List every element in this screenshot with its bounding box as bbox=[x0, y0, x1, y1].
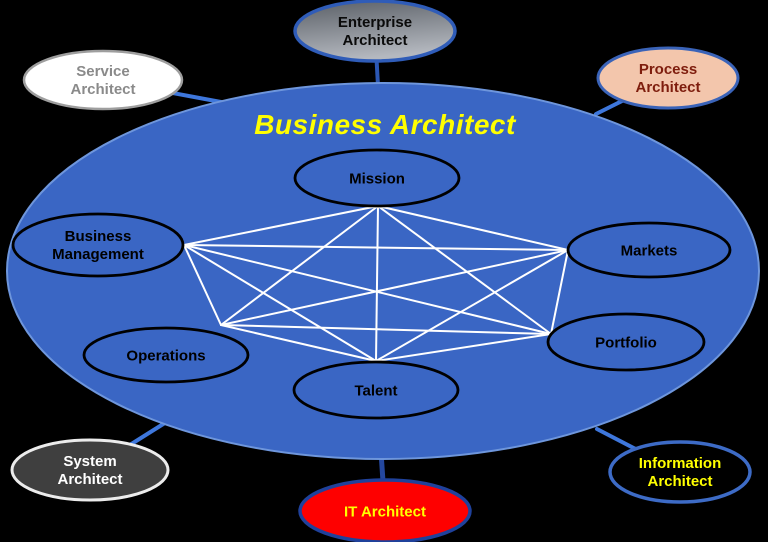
node-talent bbox=[292, 360, 460, 420]
node-operations bbox=[82, 326, 250, 384]
node-portfolio bbox=[546, 312, 706, 372]
edge-mission-business-management bbox=[183, 205, 379, 246]
node-enterprise-architect bbox=[293, 0, 457, 63]
edge-mission-markets bbox=[377, 205, 569, 251]
label-talent: Talent bbox=[354, 383, 397, 400]
node-information-architect bbox=[608, 440, 752, 504]
edge-operations-portfolio bbox=[220, 324, 552, 335]
edge-business-management-markets bbox=[183, 244, 569, 251]
edge-mission-operations bbox=[220, 205, 379, 326]
node-business-management bbox=[11, 212, 185, 278]
edge-operations-talent bbox=[220, 324, 377, 362]
node-system-architect bbox=[10, 438, 170, 502]
node-process-architect bbox=[596, 46, 740, 110]
label-markets: Markets bbox=[621, 243, 678, 260]
edge-business-management-talent bbox=[183, 244, 377, 362]
edge-talent-portfolio bbox=[375, 333, 552, 362]
label-it-architect: IT Architect bbox=[344, 504, 426, 521]
edge-operations-markets bbox=[220, 249, 569, 326]
edge-mission-portfolio bbox=[377, 205, 552, 335]
node-it-architect bbox=[298, 478, 472, 542]
edge-business-management-portfolio bbox=[183, 244, 552, 335]
edge-mission-talent bbox=[375, 205, 379, 362]
label-portfolio: Portfolio bbox=[595, 335, 657, 352]
edge-markets-portfolio bbox=[550, 249, 569, 335]
node-mission bbox=[293, 148, 461, 208]
node-markets bbox=[566, 221, 732, 279]
label-operations: Operations bbox=[126, 348, 205, 365]
label-mission: Mission bbox=[349, 171, 405, 188]
edge-talent-markets bbox=[375, 249, 569, 362]
edge-business-management-operations bbox=[183, 244, 222, 326]
node-service-architect bbox=[22, 49, 184, 111]
